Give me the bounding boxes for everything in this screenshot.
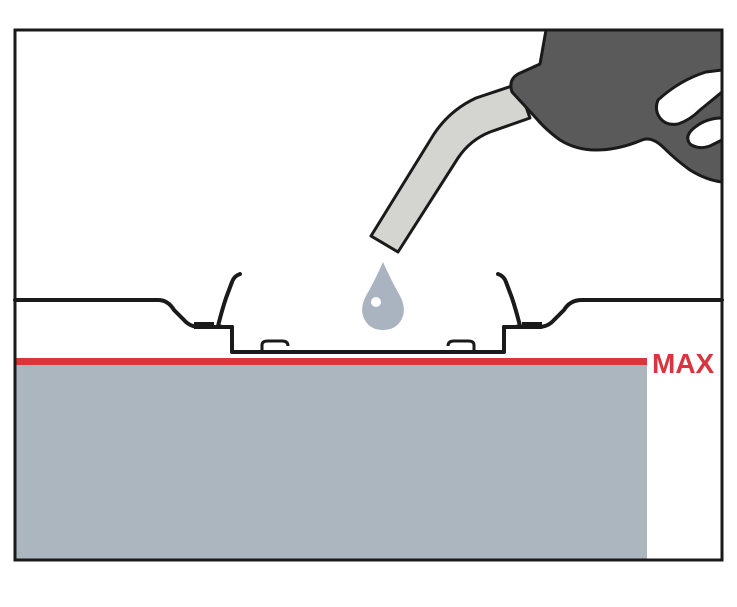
max-level-label: MAX xyxy=(652,348,715,379)
clip-left xyxy=(260,339,290,352)
nozzle-handle xyxy=(509,28,724,184)
clip-right xyxy=(446,339,476,352)
seat-left xyxy=(194,322,214,329)
max-level-line xyxy=(15,358,647,365)
nozzle-trigger xyxy=(686,116,723,150)
fluid-level-area xyxy=(15,362,647,560)
diagram-frame xyxy=(13,28,724,562)
fluid-drop xyxy=(362,262,404,330)
seat-right xyxy=(522,322,542,329)
nozzle-spout xyxy=(369,82,532,254)
